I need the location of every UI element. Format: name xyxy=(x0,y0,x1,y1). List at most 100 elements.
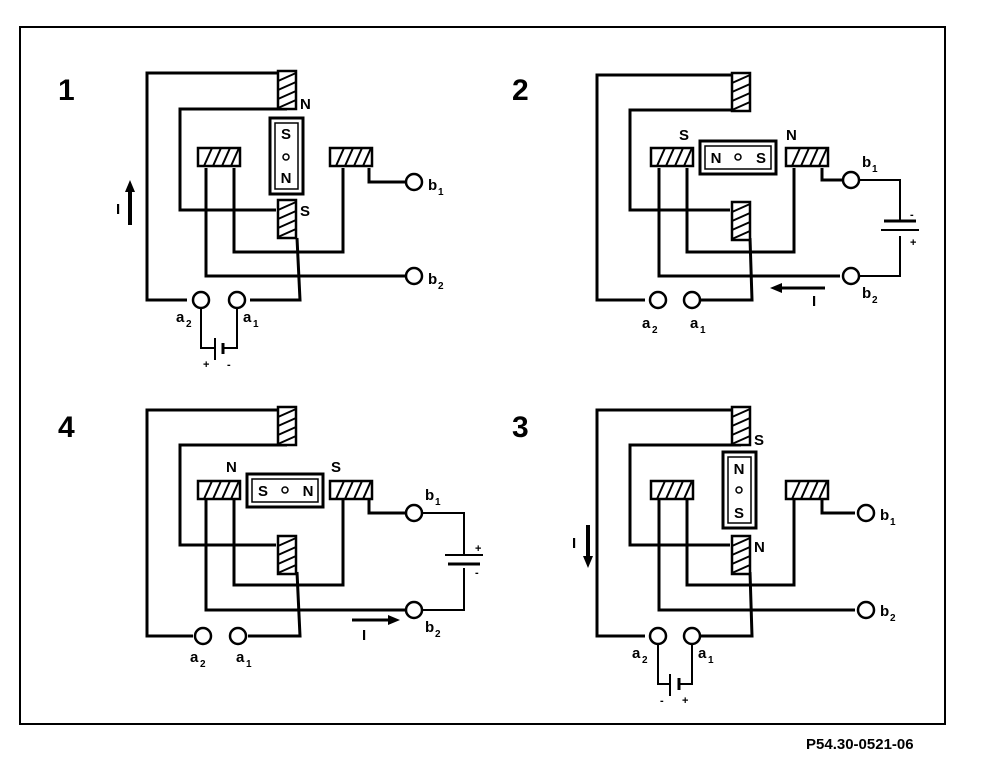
svg-text:1: 1 xyxy=(253,319,259,330)
pole-label-top: N xyxy=(300,96,311,113)
wire-b2 xyxy=(204,500,405,612)
wire-b1 xyxy=(367,500,405,515)
pole-label-right: N xyxy=(786,127,797,144)
wire-b1 xyxy=(820,168,842,182)
rotor-axis xyxy=(281,486,289,494)
wire-b1 xyxy=(367,168,405,184)
wire-a1 xyxy=(250,237,302,302)
stator-coil-top xyxy=(730,405,752,447)
panel-3: 3 N S S N a 2 a 1 b 1 b 2 - + xyxy=(512,405,896,707)
figure-reference: P54.30-0521-06 xyxy=(806,736,914,753)
pole-label-bottom: N xyxy=(754,539,765,556)
terminal-b2 xyxy=(404,600,424,620)
magnet-pole-right: S xyxy=(756,150,766,167)
magnet-pole-bottom: S xyxy=(734,505,744,522)
wire-b2 xyxy=(657,168,840,278)
wire-a2-top xyxy=(145,408,287,638)
terminal-b1 xyxy=(404,172,424,192)
label-b1: b xyxy=(862,154,871,171)
panel-number: 3 xyxy=(512,411,529,444)
stator-coil-right xyxy=(784,146,830,168)
battery-leads xyxy=(422,512,465,611)
label-a2: a xyxy=(176,309,185,326)
wire-top-bottom xyxy=(628,443,741,547)
stator-coil-bottom xyxy=(276,198,298,240)
terminal-b1 xyxy=(841,170,861,190)
battery-leads xyxy=(859,179,901,277)
label-a1: a xyxy=(236,649,245,666)
svg-text:2: 2 xyxy=(872,295,878,306)
outer-border xyxy=(19,26,946,725)
panel-4: 4 S N N S a 2 a 1 b 1 b 2 + - xyxy=(58,405,483,670)
label-b2: b xyxy=(428,271,437,288)
terminal-a1 xyxy=(682,290,702,310)
wire-a2-top xyxy=(595,407,743,638)
magnet-pole-top: S xyxy=(281,126,291,143)
current-label: I xyxy=(572,535,576,552)
magnet-pole-left: N xyxy=(711,150,722,167)
label-a2: a xyxy=(190,649,199,666)
rotor-axis xyxy=(734,153,742,161)
stator-coil-right xyxy=(328,479,374,501)
terminal-a2 xyxy=(193,626,213,646)
svg-text:2: 2 xyxy=(435,629,441,640)
label-b2: b xyxy=(880,603,889,620)
wire-top-bottom xyxy=(178,443,287,547)
pole-label-right: S xyxy=(331,459,341,476)
rotor-axis xyxy=(735,486,743,494)
svg-text:+: + xyxy=(475,543,481,555)
wire-a1 xyxy=(700,571,754,638)
wire-top-bottom xyxy=(178,107,287,212)
svg-text:1: 1 xyxy=(435,497,441,508)
magnet-pole-right: N xyxy=(303,483,314,500)
terminal-a2 xyxy=(648,290,668,310)
wire-coils xyxy=(685,500,796,587)
label-b1: b xyxy=(425,487,434,504)
label-b1: b xyxy=(428,177,437,194)
wire-a2-top xyxy=(145,70,289,302)
label-b2: b xyxy=(862,285,871,302)
stator-coil-bottom xyxy=(276,534,298,576)
wire-a2-top xyxy=(595,73,741,302)
wire-b2 xyxy=(657,500,855,612)
stator-coil-top xyxy=(730,71,752,113)
svg-text:1: 1 xyxy=(872,164,878,175)
svg-text:2: 2 xyxy=(200,659,206,670)
terminal-a1 xyxy=(227,290,247,310)
pole-label-left: S xyxy=(679,127,689,144)
svg-text:1: 1 xyxy=(700,325,706,336)
svg-text:-: - xyxy=(660,695,664,707)
label-a2: a xyxy=(632,645,641,662)
terminal-b2 xyxy=(841,266,861,286)
terminal-a2 xyxy=(648,626,668,646)
svg-text:2: 2 xyxy=(438,281,444,292)
panel-1: 1 S N N S a 2 a 1 b 1 b 2 xyxy=(58,69,444,371)
svg-text:2: 2 xyxy=(642,655,648,666)
stator-coil-bottom xyxy=(730,200,752,242)
label-a2: a xyxy=(642,315,651,332)
svg-text:-: - xyxy=(910,209,914,221)
label-a1: a xyxy=(698,645,707,662)
wire-b2 xyxy=(204,168,405,278)
wire-coils xyxy=(685,168,796,254)
wire-a1 xyxy=(700,237,754,302)
stator-coil-top xyxy=(276,69,298,111)
stator-coil-right xyxy=(784,479,830,501)
terminal-a1 xyxy=(682,626,702,646)
rotor-axis xyxy=(282,153,290,161)
svg-text:-: - xyxy=(227,359,231,371)
wire-coils xyxy=(232,500,345,587)
wire-coils xyxy=(232,168,345,254)
svg-text:+: + xyxy=(203,359,209,371)
pole-label-top: S xyxy=(754,432,764,449)
current-label: I xyxy=(812,293,816,310)
wire-top-bottom xyxy=(628,108,741,212)
panel-number: 2 xyxy=(512,74,529,107)
pole-label-left: N xyxy=(226,459,237,476)
stator-coil-left xyxy=(196,479,242,501)
svg-text:1: 1 xyxy=(708,655,714,666)
stator-coil-right xyxy=(328,146,374,168)
battery-leads xyxy=(657,644,693,685)
terminal-b2 xyxy=(856,600,876,620)
